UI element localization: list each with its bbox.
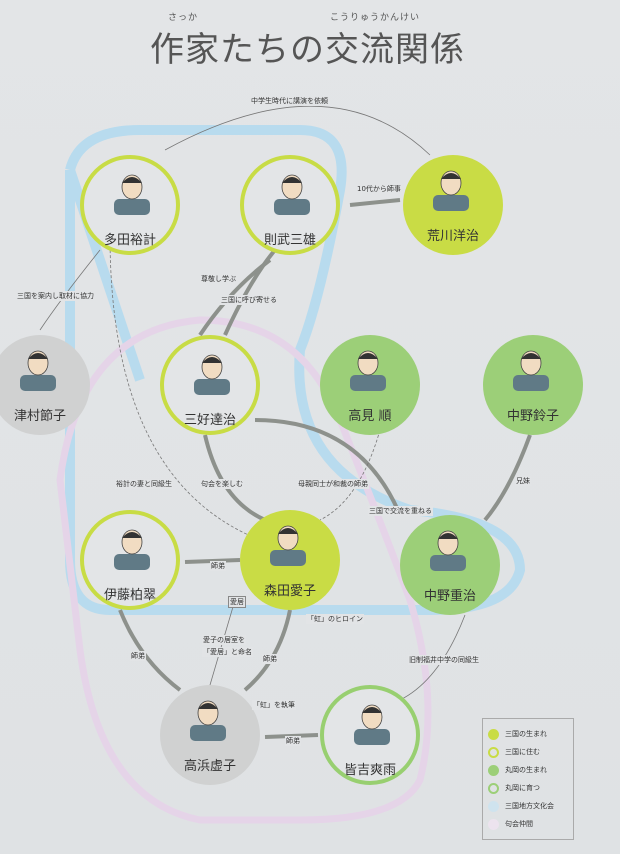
relation-label: 愛子の居室を	[202, 635, 246, 645]
house-icon: 愛居	[228, 596, 246, 608]
legend-item: 丸岡に育つ	[488, 779, 568, 797]
edge	[399, 614, 466, 701]
legend-label: 三国に住む	[505, 748, 540, 756]
portrait-icon	[190, 700, 226, 741]
person-node: 三好達治	[160, 335, 260, 435]
portrait-icon	[350, 350, 386, 391]
person-node: 則武三雄	[240, 155, 340, 255]
edge	[164, 105, 431, 156]
legend-item: 句会仲間	[488, 815, 568, 833]
relation-label: 「虹」のヒロイン	[306, 614, 364, 624]
person-name: 高浜虚子	[183, 759, 236, 774]
person-name: 多田裕計	[103, 233, 156, 248]
portrait-icon	[114, 529, 150, 570]
title-ruby: こうりゅうかんけい	[330, 13, 421, 23]
person-name: 皆吉爽雨	[343, 763, 396, 778]
person-name: 中野重治	[423, 589, 476, 604]
relation-label: 10代から師事	[356, 184, 402, 194]
page-title: 作家たちの交流関係	[150, 30, 465, 70]
legend-label: 三国地方文化会	[505, 802, 554, 810]
person-node: 中野鈴子	[483, 335, 583, 435]
person-node: 伊藤柏翠	[80, 510, 180, 610]
relation-label: 師弟	[262, 654, 278, 664]
person-name: 荒川洋治	[426, 229, 479, 244]
person-node: 森田愛子	[240, 510, 340, 610]
edge	[483, 434, 532, 522]
portrait-icon	[513, 350, 549, 391]
legend-label: 句会仲間	[505, 820, 533, 828]
relation-label: 師弟	[130, 651, 146, 661]
person-name: 津村節子	[13, 409, 66, 424]
person-node: 津村節子	[0, 335, 90, 435]
relation-label: 旧制福井中学の同級生	[408, 655, 480, 665]
person-name: 三好達治	[183, 413, 236, 428]
relation-label: 裕計の妻と同級生	[115, 479, 173, 489]
legend-swatch-icon	[488, 764, 499, 776]
legend-item: 三国に住む	[488, 743, 568, 761]
legend-label: 丸岡の生まれ	[505, 766, 547, 774]
legend-swatch-icon	[488, 800, 499, 812]
relation-label: 句会を楽しむ	[200, 479, 244, 489]
relation-label: 三国を案内し取材に協力	[16, 291, 95, 301]
person-node: 皆吉爽雨	[320, 685, 420, 785]
portrait-icon	[430, 530, 466, 571]
portrait-icon	[194, 354, 230, 395]
portrait-icon	[274, 174, 310, 215]
relation-label: 三国で交流を重ねる	[368, 506, 433, 516]
relation-label: 「虹」を執筆	[252, 700, 296, 710]
haiku-band	[56, 316, 432, 824]
relation-label: 母親同士が和裁の師弟	[297, 479, 369, 489]
person-name: 高見 順	[348, 409, 392, 424]
relation-label: 師弟	[210, 561, 226, 571]
legend-label: 丸岡に育つ	[505, 784, 540, 792]
legend-item: 三国の生まれ	[488, 725, 568, 743]
legend-item: 三国地方文化会	[488, 797, 568, 815]
person-node: 荒川洋治	[403, 155, 503, 255]
edge	[349, 198, 401, 207]
legend-swatch-icon	[488, 728, 499, 740]
portrait-icon	[20, 350, 56, 391]
legend-swatch-icon	[488, 818, 499, 830]
edge	[223, 248, 277, 336]
person-node: 高見 順	[320, 335, 420, 435]
legend-label: 三国の生まれ	[505, 730, 547, 738]
title-ruby: さっか	[168, 13, 199, 23]
legend: 三国の生まれ三国に住む丸岡の生まれ丸岡に育つ三国地方文化会句会仲間	[482, 718, 574, 840]
legend-item: 丸岡の生まれ	[488, 761, 568, 779]
portrait-icon	[270, 525, 306, 566]
edge	[118, 609, 182, 692]
relation-label: 三国に呼び寄せる	[220, 295, 278, 305]
person-name: 伊藤柏翠	[103, 588, 156, 603]
person-name: 中野鈴子	[506, 409, 559, 424]
person-node: 高浜虚子	[160, 685, 260, 785]
legend-swatch-icon	[488, 782, 499, 794]
relation-label: 尊敬し学ぶ	[200, 274, 237, 284]
relation-label: 兄妹	[515, 476, 531, 486]
edge	[203, 434, 266, 522]
edge	[254, 418, 402, 516]
portrait-icon	[114, 174, 150, 215]
portrait-icon	[433, 170, 469, 211]
legend-swatch-icon	[488, 746, 499, 758]
relation-label: 「愛居」と命名	[202, 647, 253, 657]
person-node: 中野重治	[400, 515, 500, 615]
edge	[109, 234, 261, 541]
relation-label: 師弟	[285, 736, 301, 746]
person-node: 多田裕計	[80, 155, 180, 255]
portrait-icon	[354, 704, 390, 745]
person-name: 則武三雄	[263, 233, 316, 248]
person-name: 森田愛子	[263, 584, 316, 599]
relation-label: 中学生時代に講演を依頼	[250, 96, 329, 106]
